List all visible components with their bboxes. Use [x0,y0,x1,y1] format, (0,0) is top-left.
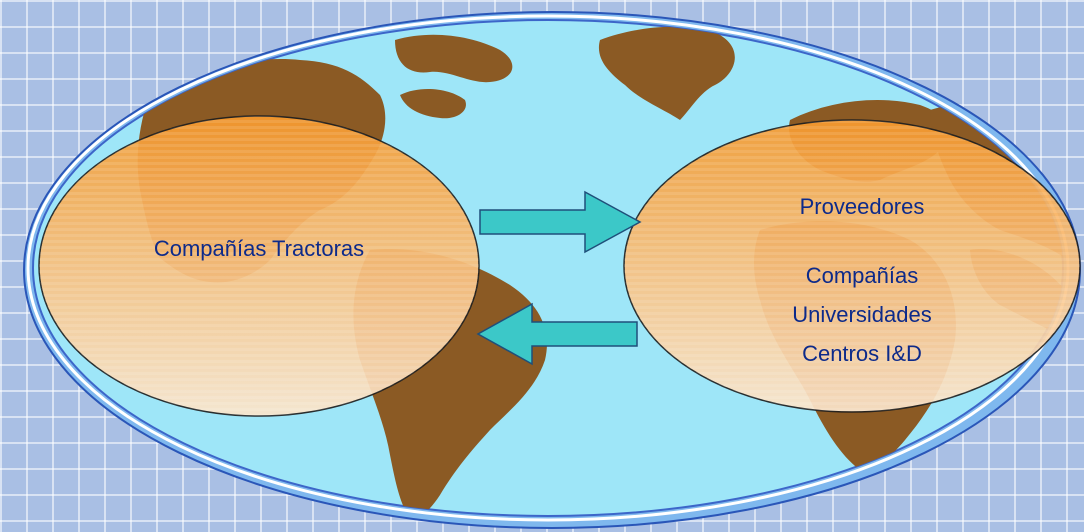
left-node-label: Compañías Tractoras [154,236,364,261]
arrow-right [479,190,642,254]
right-node-texture [624,120,1080,412]
arrow-left [476,302,638,366]
right-node-title: Proveedores [800,194,925,219]
arctic-island-east-shape [400,88,466,119]
right-node-item: Centros I&D [802,341,922,366]
right-node-item: Universidades [792,302,931,327]
right-node: Proveedores Compañías Universidades Cent… [623,119,1081,413]
left-node-texture [39,116,479,416]
left-node: Compañías Tractoras [38,115,480,417]
right-node-item: Compañías [806,263,919,288]
arctic-islands-shape [395,34,513,83]
greenland-shape [598,26,735,120]
